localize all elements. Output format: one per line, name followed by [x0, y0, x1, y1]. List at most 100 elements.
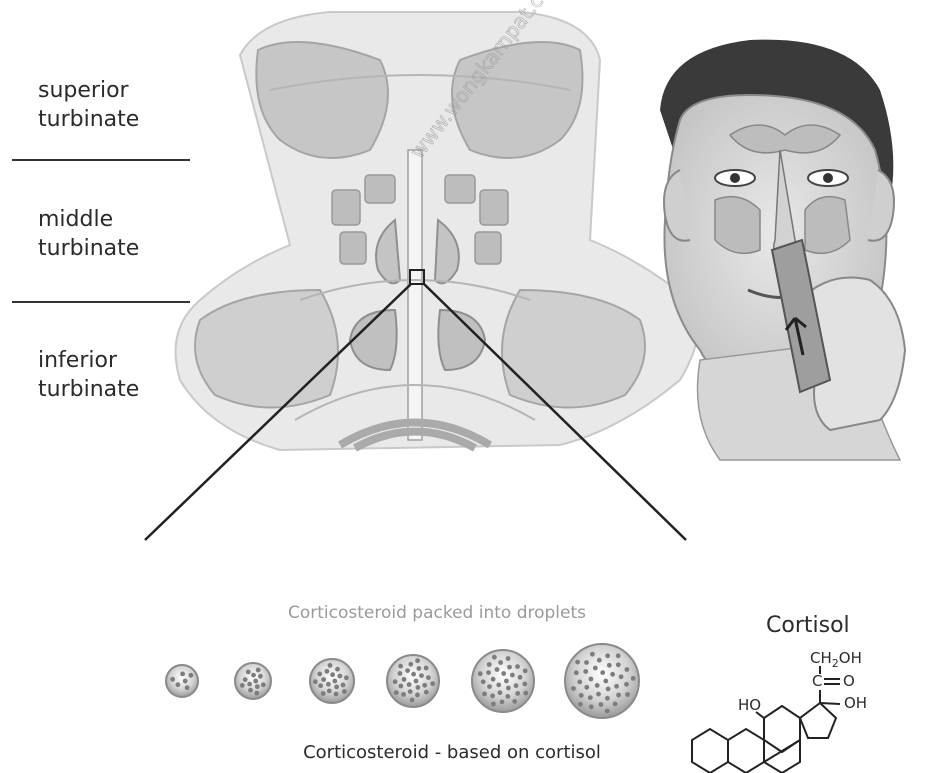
droplet-particle [251, 673, 256, 678]
droplet-particle [599, 702, 604, 707]
left-pupil [730, 173, 740, 183]
droplet-particle [498, 660, 503, 665]
droplet-particle [605, 696, 610, 701]
droplet-particle [393, 679, 398, 684]
droplet-particle [408, 662, 413, 667]
droplet-particle [313, 679, 318, 684]
droplet-particle [321, 677, 326, 682]
droplet-particle [256, 668, 261, 673]
droplet-particle [616, 693, 621, 698]
droplet-particle [512, 699, 517, 704]
droplet-particle [515, 691, 520, 696]
droplet-particle [482, 692, 487, 697]
droplet-1 [166, 665, 198, 697]
droplet-particle [505, 694, 510, 699]
droplet-particle [491, 702, 496, 707]
droplet-particle [419, 673, 424, 678]
left-cheek-sinus [715, 197, 760, 254]
droplet-particle [501, 671, 506, 676]
droplet-particle [613, 702, 618, 707]
droplet-particle [518, 675, 523, 680]
droplet-particle [486, 670, 491, 675]
droplet-particle [610, 672, 615, 677]
droplet-particle [605, 653, 610, 658]
droplet-particle [583, 669, 588, 674]
droplet-particle [321, 691, 326, 696]
droplet-particle [478, 671, 483, 676]
droplet-particle [176, 682, 181, 687]
droplet-particle [523, 691, 528, 696]
droplet-particle [398, 671, 403, 676]
droplet-particle [394, 690, 399, 695]
droplet-particle [498, 690, 503, 695]
droplet-particle [596, 692, 601, 697]
droplet-particle [407, 682, 412, 687]
droplet-particle [606, 687, 611, 692]
droplet-particle [398, 664, 403, 669]
droplet-particle [189, 673, 194, 678]
droplet-particle [584, 685, 589, 690]
droplet-particle [246, 670, 251, 675]
droplet-particle [514, 683, 519, 688]
droplet-particle [325, 669, 330, 674]
droplet-particle [424, 690, 429, 695]
droplet-particle [605, 709, 610, 714]
droplet-particle [579, 693, 584, 698]
droplet-particle [625, 692, 630, 697]
droplet-particle [500, 700, 505, 705]
droplet-2 [235, 663, 271, 699]
droplet-particle [495, 667, 500, 672]
face-illustration [660, 40, 905, 460]
droplet-particle [588, 695, 593, 700]
droplet-particle [589, 677, 594, 682]
oh-group: OH [844, 694, 867, 712]
droplet-particle [344, 675, 349, 680]
droplet-particle [335, 667, 340, 672]
droplet-particle [341, 683, 346, 688]
droplet-particle [590, 652, 595, 657]
droplet-particle [522, 682, 527, 687]
droplet-particle [183, 679, 188, 684]
droplet-particle [328, 663, 333, 668]
droplet-particle [338, 674, 343, 679]
droplet-particle [515, 664, 520, 669]
droplet-particle [575, 660, 580, 665]
droplet-particle [616, 653, 621, 658]
ho-group: HO [738, 696, 761, 714]
droplet-particle [243, 677, 248, 682]
droplet-particle [430, 681, 435, 686]
droplet-particle [571, 686, 576, 691]
droplet-particle [405, 668, 410, 673]
nasal-cavity-cross-section [176, 12, 699, 450]
droplet-particle [253, 679, 258, 684]
droplet-particle [318, 683, 323, 688]
droplet-particle [414, 679, 419, 684]
droplet-particle [326, 682, 331, 687]
droplet-particle [631, 676, 636, 681]
droplet-particle [481, 679, 486, 684]
droplet-particle [523, 668, 528, 673]
droplet-particle [506, 686, 511, 691]
droplet-particle [593, 666, 598, 671]
droplet-particle [334, 685, 339, 690]
droplet-particle [170, 677, 175, 682]
droplet-particle [410, 698, 415, 703]
droplet-particle [398, 684, 403, 689]
droplet-particle [327, 689, 332, 694]
droplet-particle [422, 683, 427, 688]
droplet-particle [180, 672, 185, 677]
droplet-particle [416, 685, 421, 690]
droplet-particle [255, 684, 260, 689]
cortisol-molecule: Cortisol CH2OH C O OH HO [692, 613, 867, 773]
droplet-6 [565, 644, 639, 718]
droplet-particle [317, 672, 322, 677]
droplet-particle [334, 692, 339, 697]
droplet-particle [603, 679, 608, 684]
droplet-particle [574, 670, 579, 675]
droplet-particle [240, 683, 245, 688]
droplet-particle [424, 666, 429, 671]
droplet-particle [185, 685, 190, 690]
droplet-particle [401, 692, 406, 697]
droplet-particle [487, 662, 492, 667]
